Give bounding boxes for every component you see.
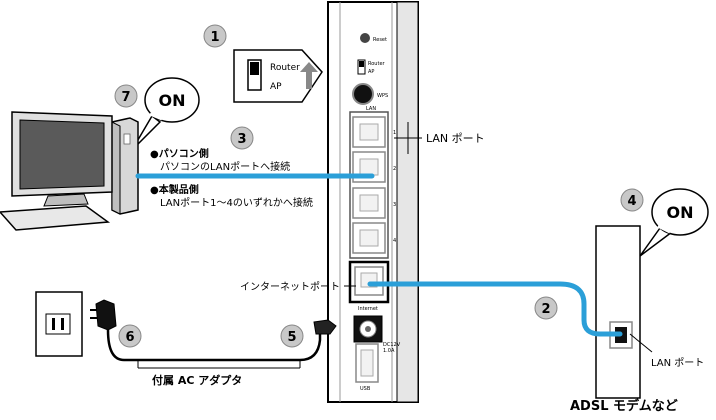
svg-text:1: 1 [210,30,219,45]
dc-rating-2: 1.0A [383,348,395,354]
reset-button[interactable] [360,33,370,43]
dc-rating-1: DC12V [383,342,401,348]
svg-text:5: 5 [287,330,296,345]
dc-plug [313,319,337,335]
internet-port-callout: インターネットポート [240,281,340,293]
lan-port-4[interactable] [352,222,386,254]
step-2-badge: 2 [534,296,558,320]
unit-side-heading: ●本製品側 [150,183,199,196]
lan-port-3[interactable] [352,187,386,219]
pc-illustration [0,111,139,231]
port-number-2: 2 [393,166,396,172]
usb-label: USB [360,386,371,392]
lan-port-callout: LAN ポート [426,132,485,145]
step-6-badge: 6 [118,324,142,348]
internet-port-label: Internet [358,306,378,312]
step-5-badge: 5 [280,324,304,348]
pc-on-bubble: ON [131,77,200,151]
modem-caption: ADSL モデムなど [570,398,678,414]
switch-inset: Router AP [233,49,323,103]
modem-illustration [595,225,641,399]
pc-on-text: ON [159,91,186,110]
step-3-badge: 3 [230,126,254,150]
svg-text:7: 7 [121,90,130,105]
unit-side-body: LANポート1〜4のいずれかへ接続 [160,196,313,209]
inset-ap-label: AP [270,82,282,92]
step-7-badge: 7 [114,84,138,108]
up-arrow-icon [300,62,318,89]
svg-text:2: 2 [541,302,550,317]
dc-jack[interactable] [353,315,383,343]
internet-port[interactable] [354,266,384,296]
step-4-badge: 4 [620,188,644,212]
port-number-3: 3 [393,202,396,208]
svg-text:3: 3 [237,132,246,147]
reset-label: Reset [373,37,387,43]
port-number-4: 4 [393,238,396,244]
ac-adapter-label: 付属 AC アダプタ [152,373,242,387]
wps-label: WPS [377,93,388,99]
lan-port-1[interactable] [352,116,386,148]
lan-block-label: LAN [366,106,376,112]
wan-cable [367,281,623,337]
svg-text:4: 4 [627,194,636,209]
switch-ap-label: AP [368,69,374,75]
inset-router-label: Router [270,63,300,73]
pc-side-body: パソコンのLANポートへ接続 [160,160,290,173]
ac-adapter-plug [90,299,117,331]
wall-outlet [35,291,83,357]
port-number-1: 1 [393,130,396,136]
step-1-badge: 1 [203,24,227,48]
svg-text:6: 6 [125,330,134,345]
modem-lan-port-callout: LAN ポート [651,357,704,369]
wps-button[interactable] [352,83,374,105]
pc-side-heading: ●パソコン側 [150,147,209,160]
modem-on-bubble: ON [639,188,709,257]
switch-router-label: Router [368,61,386,67]
modem-on-text: ON [667,203,694,222]
